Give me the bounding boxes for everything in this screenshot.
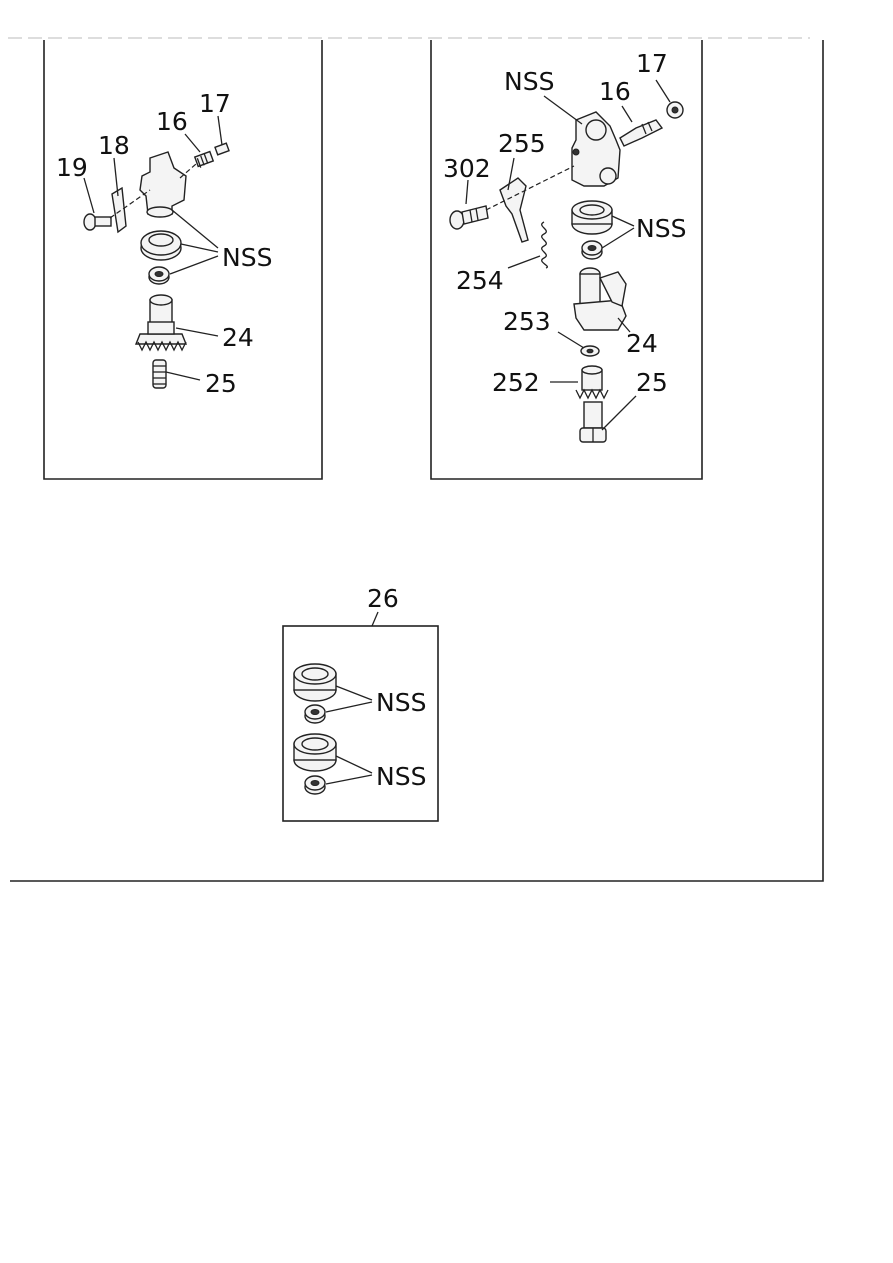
leader-17: [217, 115, 223, 146]
label-302: 302: [443, 154, 491, 183]
assembly-axis-line: [485, 165, 575, 211]
label-254: 254: [456, 266, 504, 295]
gear-24-part: [573, 267, 627, 331]
label-nss-top: NSS: [504, 67, 554, 96]
label-26: 26: [367, 584, 399, 613]
leader-nss: [611, 215, 635, 227]
screw-19-part: [83, 213, 112, 231]
label-25: 25: [205, 369, 237, 398]
leader-nss-b: [325, 774, 373, 785]
label-18: 18: [98, 131, 130, 160]
label-nss-a: NSS: [376, 688, 426, 717]
label-19: 19: [56, 153, 88, 182]
pin-25-part: [579, 401, 607, 443]
washer-part: [304, 775, 326, 795]
leader-255: [507, 157, 515, 191]
leader-nss: [601, 227, 635, 249]
label-252: 252: [492, 368, 540, 397]
seal-ring-part: [571, 200, 613, 235]
label-253: 253: [503, 307, 551, 336]
leader-254: [507, 255, 541, 269]
leader-18: [113, 157, 119, 197]
housing-part: [571, 111, 621, 187]
bolt-302-part: [449, 205, 489, 230]
leader-24: [617, 317, 631, 333]
label-25: 25: [636, 368, 668, 397]
leader-19: [83, 177, 95, 214]
assembly-axis-line: [179, 163, 197, 179]
fitting-16-part: [193, 150, 215, 168]
label-24: 24: [626, 329, 658, 358]
washer-part: [148, 266, 170, 285]
leader-302: [465, 179, 469, 205]
leader-nss: [171, 209, 219, 249]
kit-panel-frame: [282, 625, 439, 822]
assembly-axis-line: [109, 189, 151, 219]
right-panel-frame: [430, 40, 703, 480]
seal-ring-part: [293, 733, 337, 772]
bracket-255-part: [499, 177, 529, 243]
leader-nss: [169, 255, 219, 275]
leader-24: [175, 327, 219, 337]
left-panel: 19 18 16 17 NSS 24 25: [43, 40, 323, 480]
label-17: 17: [199, 89, 231, 118]
spring-254-part: [541, 221, 548, 269]
leader-25: [601, 395, 637, 431]
leader-253: [557, 331, 585, 349]
label-16: 16: [156, 107, 188, 136]
leader-16: [184, 133, 201, 153]
label-nss-b: NSS: [376, 762, 426, 791]
washer-part: [304, 704, 326, 724]
leader-26: [371, 611, 379, 627]
gear-252-part: [575, 365, 609, 400]
leader-nss: [180, 243, 219, 253]
bracket-18-part: [111, 186, 127, 234]
seal-ring-part: [140, 230, 182, 261]
kit-panel: 26 NSS NSS: [282, 584, 439, 822]
leader-nss-a: [335, 685, 373, 701]
leader-nss-b: [335, 755, 373, 774]
leader-25: [165, 371, 201, 381]
leader-nss-a: [325, 701, 373, 713]
washer-part: [581, 240, 603, 260]
leader-17: [655, 79, 671, 103]
washer-253-part: [580, 345, 600, 357]
label-17: 17: [636, 49, 668, 78]
seal-ring-part: [293, 663, 337, 702]
left-panel-frame: [43, 40, 323, 480]
leader-16: [621, 105, 633, 123]
cap-17-part: [214, 142, 230, 156]
label-24: 24: [222, 323, 254, 352]
label-16: 16: [599, 77, 631, 106]
cap-17-part: [666, 101, 684, 119]
outer-border: [10, 40, 824, 882]
label-255: 255: [498, 129, 546, 158]
label-nss: NSS: [636, 214, 686, 243]
housing-part: [139, 151, 187, 218]
right-panel: NSS 17 16 302 255 NSS 254 253 24 252 25: [430, 40, 703, 480]
gear-24-part: [134, 294, 188, 352]
leader-nss-top: [543, 95, 583, 125]
fitting-16-part: [619, 119, 664, 147]
label-nss: NSS: [222, 243, 272, 272]
pin-25-part: [152, 359, 167, 389]
